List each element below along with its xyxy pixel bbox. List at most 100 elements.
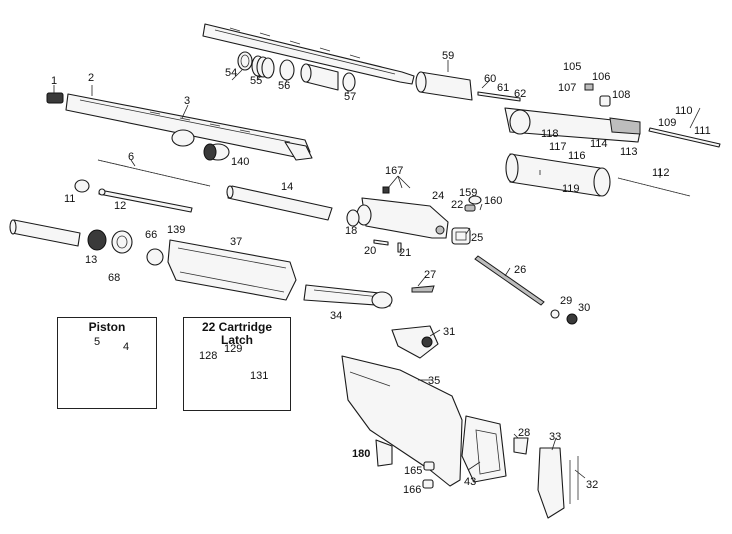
callout-128: 128 xyxy=(199,350,218,362)
callout-32: 32 xyxy=(586,479,599,491)
callout-30: 30 xyxy=(578,302,591,314)
callout-56: 56 xyxy=(278,80,291,92)
callout-118: 118 xyxy=(541,128,559,140)
callout-180: 180 xyxy=(352,448,371,460)
pins-20-21 xyxy=(373,239,402,253)
bolt-113 xyxy=(504,107,641,143)
callout-131: 131 xyxy=(250,370,269,382)
trigger-housing-34 xyxy=(303,284,435,309)
spring-112 xyxy=(617,177,691,197)
callout-165: 165 xyxy=(404,465,423,477)
pins-60-62 xyxy=(477,91,521,102)
buttplate-33 xyxy=(537,447,579,519)
callout-26: 26 xyxy=(514,264,527,276)
inset-piston-title: Piston xyxy=(88,320,126,334)
callout-117: 117 xyxy=(549,141,567,153)
cap-18 xyxy=(346,209,360,227)
callout-4: 4 xyxy=(123,341,130,353)
callout-35: 35 xyxy=(428,375,441,387)
receiver-24 xyxy=(356,186,449,239)
callout-66: 66 xyxy=(145,229,158,241)
part-59 xyxy=(415,71,473,101)
callout-116: 116 xyxy=(568,150,586,162)
barrel-3 xyxy=(65,93,313,161)
callout-111: 111 xyxy=(694,125,711,137)
callout-5: 5 xyxy=(94,336,101,348)
callout-61: 61 xyxy=(497,82,510,94)
rod-26 xyxy=(474,255,578,325)
callout-166: 166 xyxy=(403,484,422,496)
callout-114: 114 xyxy=(590,138,608,150)
callout-140: 140 xyxy=(231,156,250,168)
pin-109-111 xyxy=(648,127,721,148)
callout-113: 113 xyxy=(620,146,638,158)
parts-165-166 xyxy=(422,461,435,489)
part-28 xyxy=(513,437,529,455)
callout-107: 107 xyxy=(558,82,577,94)
spring-140-part xyxy=(171,129,230,161)
callout-108: 108 xyxy=(612,89,631,101)
callout-14: 14 xyxy=(281,181,294,193)
inset-cartridge-latch: 22 Cartridge Latch xyxy=(183,317,291,411)
part-159 xyxy=(468,195,482,205)
callout-12: 12 xyxy=(114,200,127,212)
spring-6 xyxy=(97,159,211,187)
callout-55: 55 xyxy=(250,75,263,87)
callout-57: 57 xyxy=(344,91,357,103)
ring-56 xyxy=(279,59,295,81)
barrel-rib xyxy=(202,23,415,85)
rod-12 xyxy=(98,188,193,213)
callout-159: 159 xyxy=(459,187,478,199)
callout-34: 34 xyxy=(330,310,343,322)
callout-109: 109 xyxy=(658,117,677,129)
sleeve-57 xyxy=(300,63,356,92)
tube-119 xyxy=(505,153,611,197)
trigger-31 xyxy=(391,325,439,359)
stock-35 xyxy=(341,355,463,487)
callout-6: 6 xyxy=(128,151,135,163)
callout-27: 27 xyxy=(424,269,437,281)
callout-160: 160 xyxy=(484,195,503,207)
part-105-107 xyxy=(584,83,611,107)
spring-55 xyxy=(251,55,275,79)
callout-29: 29 xyxy=(560,295,573,307)
callout-20: 20 xyxy=(364,245,377,257)
ring-54 xyxy=(237,51,253,71)
callout-21: 21 xyxy=(399,247,412,259)
magazine-tube-14 xyxy=(226,185,333,221)
callout-59: 59 xyxy=(442,50,455,62)
callout-1: 1 xyxy=(51,75,58,87)
part-25 xyxy=(451,227,471,245)
callout-139: 139 xyxy=(167,224,186,236)
callout-60: 60 xyxy=(484,73,497,85)
cap-11 xyxy=(74,179,90,193)
callout-2: 2 xyxy=(88,72,95,84)
callout-105: 105 xyxy=(563,61,582,73)
callout-119: 119 xyxy=(562,183,580,195)
callout-106: 106 xyxy=(592,71,611,83)
callout-54: 54 xyxy=(225,67,238,79)
callout-37: 37 xyxy=(230,236,243,248)
callout-110: 110 xyxy=(675,105,693,117)
callout-62: 62 xyxy=(514,88,527,100)
callout-11: 11 xyxy=(64,193,76,205)
tube-13 xyxy=(9,219,164,266)
recoil-pad-43 xyxy=(461,415,507,483)
barrel-end-1 xyxy=(46,92,64,104)
callout-68: 68 xyxy=(108,272,121,284)
inset-piston: Piston xyxy=(57,317,157,409)
leader-lines xyxy=(53,60,701,479)
forend-37 xyxy=(167,239,297,301)
part-22 xyxy=(464,204,476,212)
grip-180 xyxy=(375,439,393,467)
callout-43: 43 xyxy=(464,476,477,488)
inset-cartridge-latch-title: 22 Cartridge Latch xyxy=(201,320,273,347)
callout-25: 25 xyxy=(471,232,484,244)
callout-22: 22 xyxy=(451,199,464,211)
callout-28: 28 xyxy=(518,427,531,439)
callout-129: 129 xyxy=(224,343,243,355)
callout-18: 18 xyxy=(345,225,358,237)
callout-3: 3 xyxy=(184,95,191,107)
